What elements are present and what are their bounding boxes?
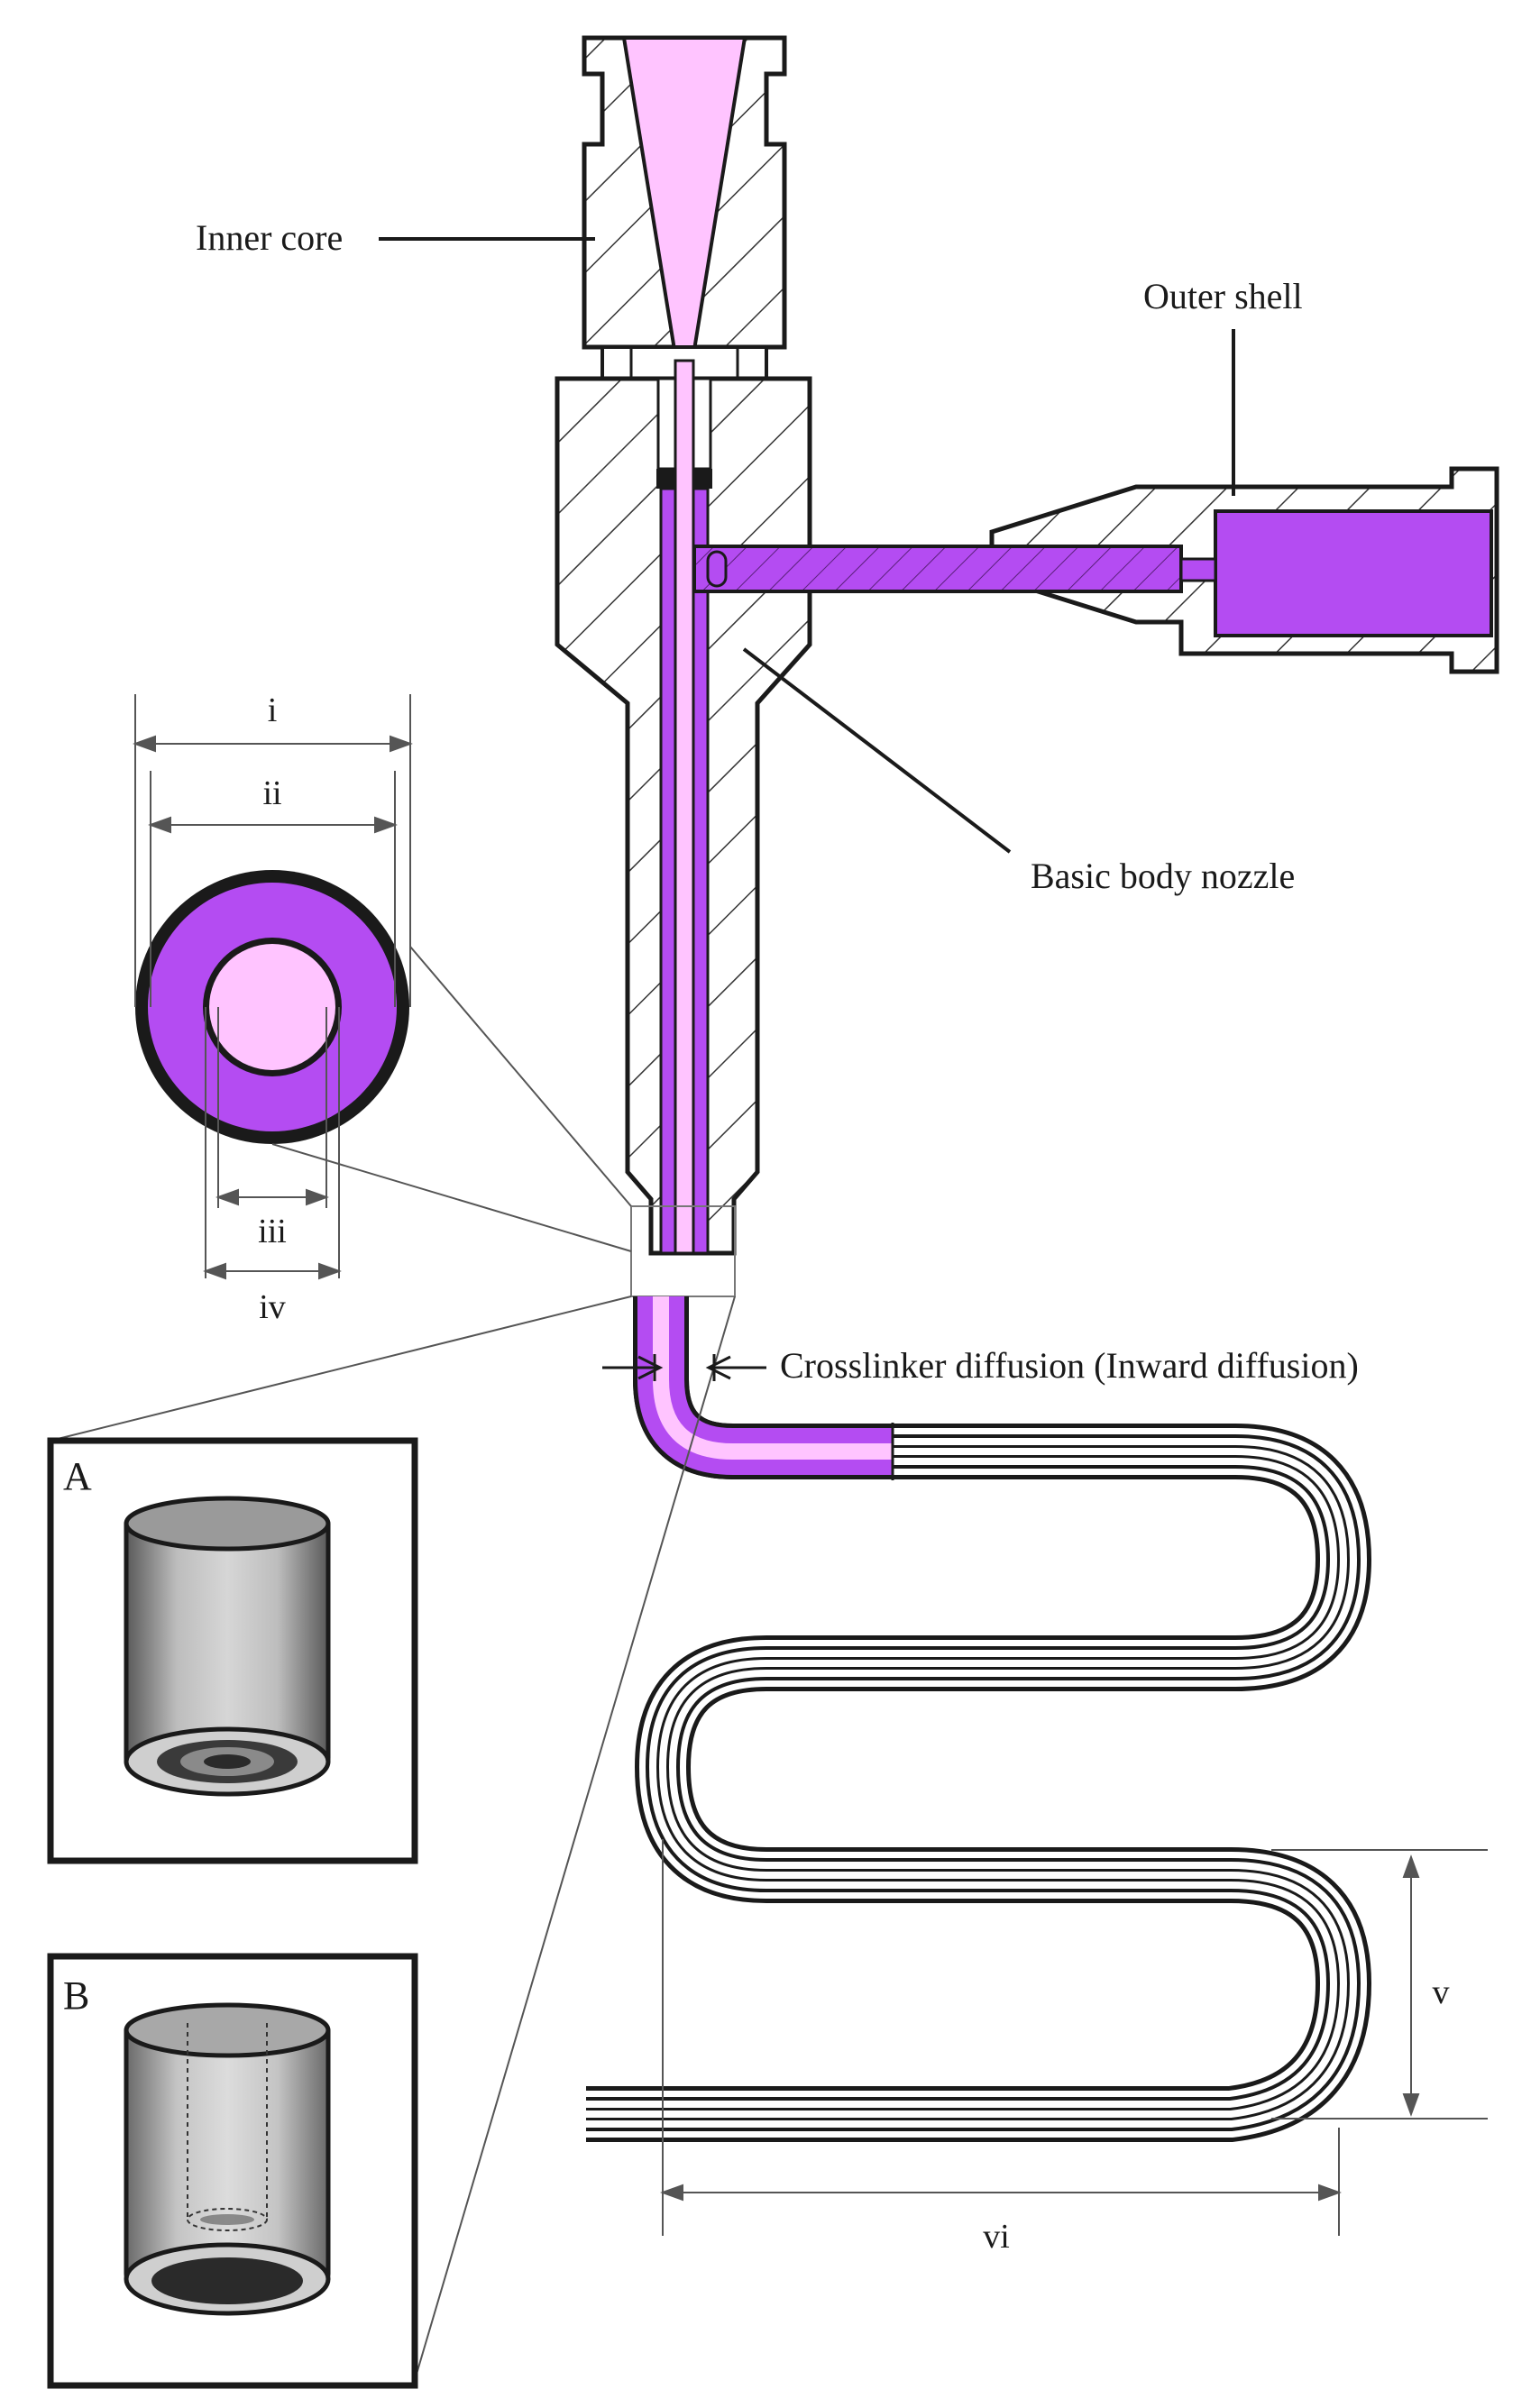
label-inner-core: Inner core: [196, 217, 343, 258]
fiber-dimensions: [660, 1839, 1488, 2236]
cross-section: [50, 870, 736, 2381]
label-crosslinker: Crosslinker diffusion (Inward diffusion): [780, 1345, 1359, 1386]
dim-iv: iv: [259, 1288, 286, 1326]
core-layer: [209, 944, 335, 1070]
outer-shell-reservoir: [1214, 509, 1493, 637]
inner-core-fitting: [582, 35, 787, 380]
extruded-fiber: [586, 1296, 1372, 2142]
basic-body-nozzle: [555, 359, 812, 1297]
dim-i: i: [268, 691, 278, 729]
diffusion-arrows: [602, 1354, 766, 1381]
dim-ii: ii: [262, 774, 281, 812]
dim-vi: vi: [983, 2218, 1010, 2256]
label-basic-body-nozzle: Basic body nozzle: [1031, 856, 1295, 896]
panel-b: [47, 1953, 418, 2389]
shell-feed-channel: [692, 545, 1183, 593]
label-outer-shell: Outer shell: [1143, 276, 1303, 316]
cross-section-dimensions: [133, 694, 413, 1280]
panel-a: [47, 1437, 418, 1864]
panel-b-letter: B: [63, 1973, 89, 2018]
panel-a-letter: A: [63, 1454, 92, 1498]
dim-v: v: [1433, 1973, 1450, 2011]
outer-shell-fitting: [692, 466, 1499, 674]
dim-iii: iii: [258, 1213, 287, 1250]
